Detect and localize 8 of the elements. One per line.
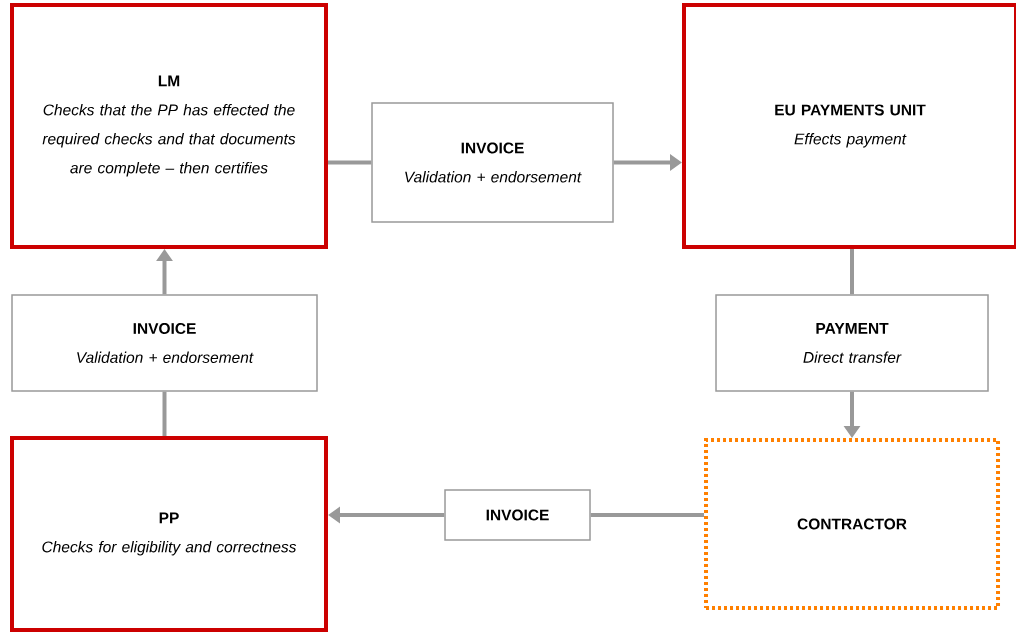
process-box: PP Checks for eligibility and correctness <box>10 436 328 632</box>
process-box: PAYMENT Direct transfer <box>715 294 989 392</box>
process-box: INVOICE Validation + endorsement <box>371 102 614 223</box>
process-box: EU PAYMENTS UNIT Effects payment <box>682 3 1016 249</box>
process-box: INVOICE Validation + endorsement <box>11 294 318 392</box>
dotted-box: CONTRACTOR <box>704 438 1000 610</box>
process-box: LM Checks that the PP has effected the required checks and that documents are complete – then certifies <box>10 3 328 249</box>
process-box: INVOICE <box>444 489 591 541</box>
